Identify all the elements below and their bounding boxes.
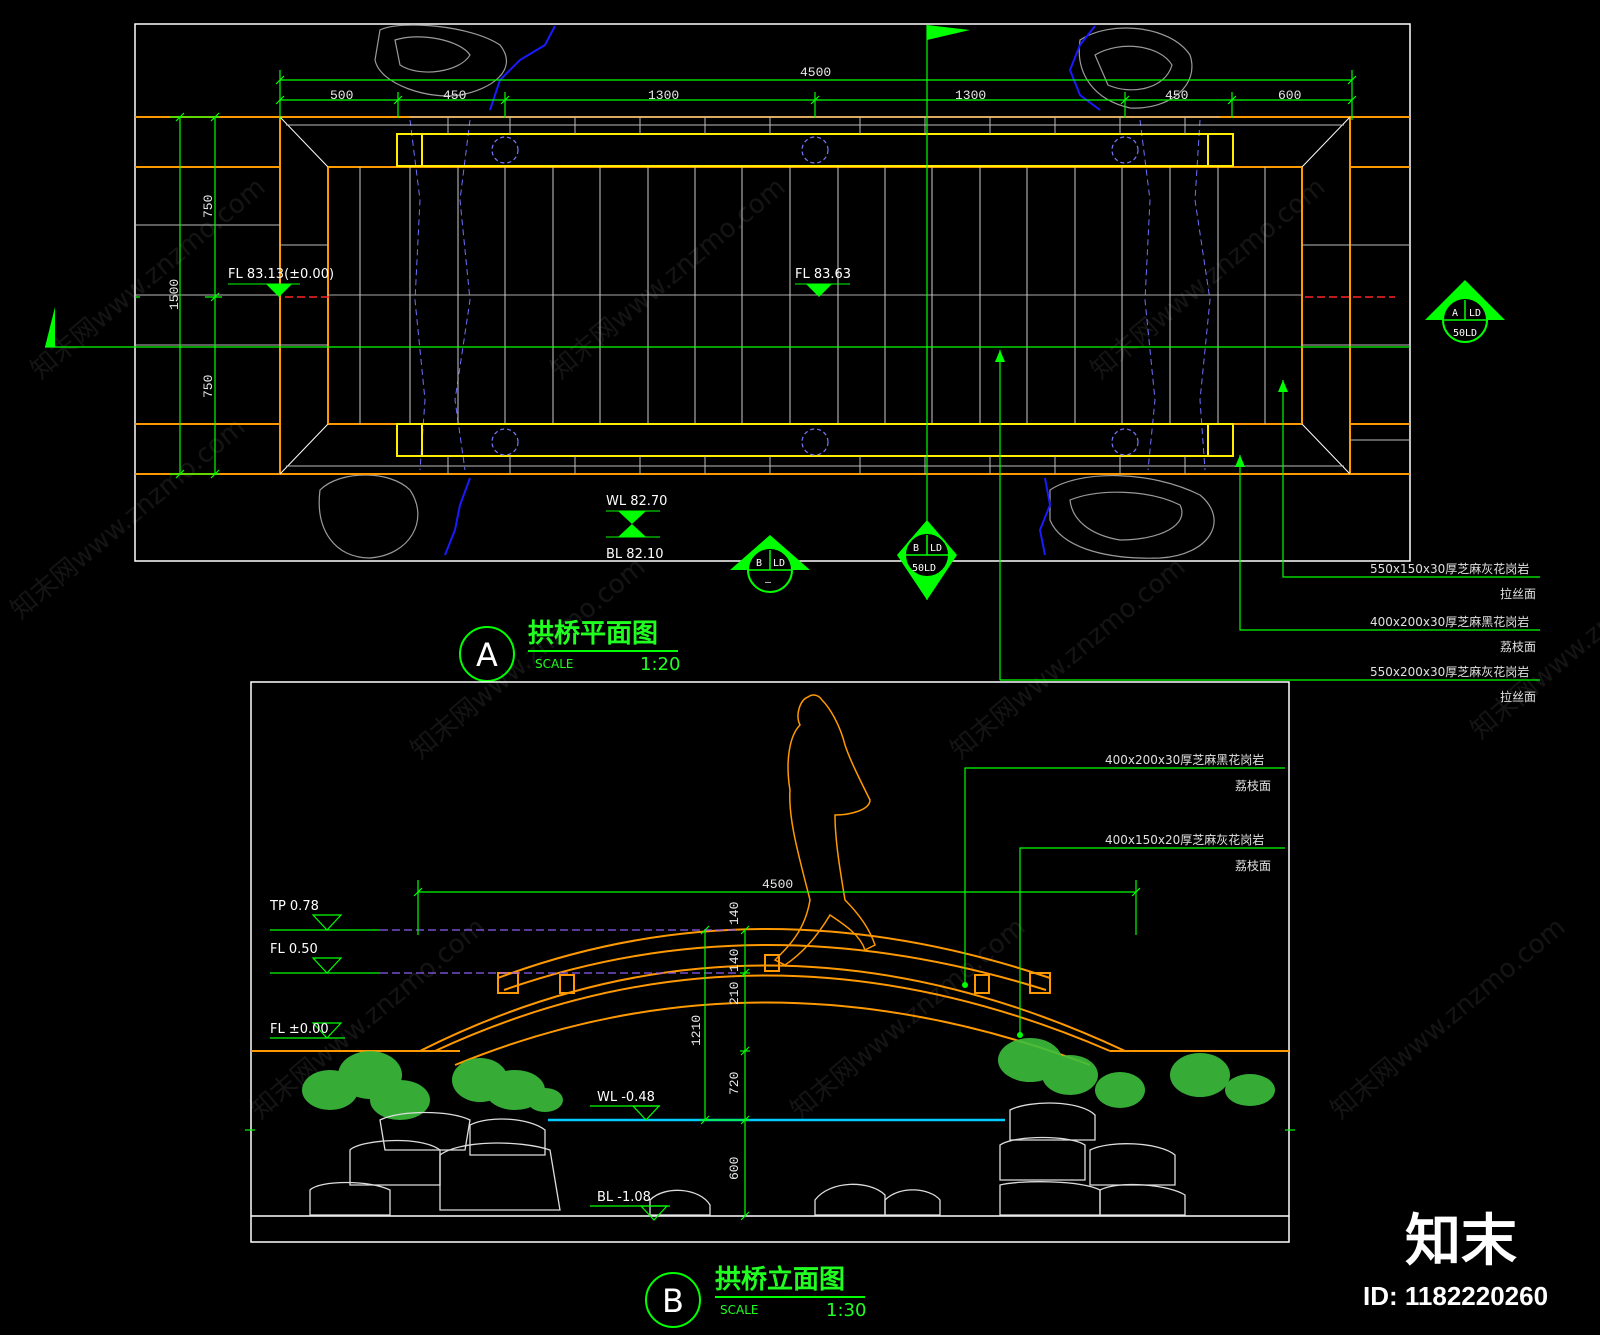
plan-deck-slats	[359, 167, 1266, 424]
plan-side-dim: 1500	[167, 279, 182, 310]
person-silhouette	[773, 694, 876, 966]
plan-callout-spec: 400x200x30厚芝麻黑花岗岩	[1370, 614, 1529, 629]
watermark-text: 知末网www.znzmo.com	[405, 552, 651, 765]
plan-level-left-text: FL 83.13(±0.00)	[228, 267, 334, 282]
brand-watermark: 知末 ID: 1182220260	[1363, 1209, 1548, 1311]
plan-title: 拱桥平面图	[528, 619, 658, 649]
elevation-level-bl: BL -1.08	[597, 1190, 651, 1205]
plan-callout-finish: 荔枝面	[1500, 639, 1536, 654]
plan-dim-ticks	[175, 75, 1357, 479]
elevation-dim-ticks	[413, 887, 1141, 1221]
plan-level-center: FL 83.63	[795, 267, 851, 297]
section-marker-b-left: B LD —	[730, 535, 810, 593]
elevation-title-letter: B	[662, 1282, 684, 1320]
plan-seg-dim: 600	[1278, 88, 1301, 103]
elevation-scale: 1:30	[826, 1300, 866, 1321]
elevation-level-fl0: FL ±0.00	[270, 1022, 329, 1037]
plan-view: 4500 500 450 1300 1300 450 600 750 1500 …	[45, 23, 1540, 704]
elevation-vdim: 140	[727, 902, 742, 925]
watermark-layer: 知末网www.znzmo.com 知末网www.znzmo.com 知末网www…	[5, 172, 1600, 1125]
section-marker-a: A LD 50LD	[1425, 280, 1505, 343]
bridge-rail-ends	[497, 954, 1051, 994]
elevation-level-wl: WL -0.48	[597, 1090, 655, 1105]
plan-callout-finish: 拉丝面	[1500, 689, 1536, 704]
section-b2-ref: LD	[773, 558, 785, 569]
elevation-level-triangles	[311, 914, 669, 1221]
elevation-level-fl: FL 0.50	[270, 942, 318, 957]
plan-scale-word: SCALE	[535, 657, 573, 671]
plan-rocks	[318, 24, 1215, 559]
plan-scale: 1:20	[640, 654, 680, 675]
watermark-text: 知末网www.znzmo.com	[785, 912, 1031, 1125]
elevation-vdim: 1210	[689, 1015, 704, 1046]
elevation-title: 拱桥立面图	[715, 1264, 845, 1295]
section-a-ref: LD	[1469, 308, 1481, 319]
section-marker-b: B LD 50LD	[897, 520, 957, 600]
plan-seg-dim: 1300	[648, 88, 679, 103]
section-b2-id: B	[756, 558, 762, 569]
plan-title-letter: A	[476, 636, 498, 674]
elevation-vdim: 140	[727, 949, 742, 972]
plan-side-dim: 750	[201, 195, 216, 218]
plan-level-water: WL 82.70 BL 82.10	[606, 494, 667, 562]
plan-callout-finish: 拉丝面	[1500, 586, 1536, 601]
plan-seg-dim: 450	[1165, 88, 1188, 103]
elevation-vdim: 210	[727, 982, 742, 1005]
elevation-callout-spec: 400x150x20厚芝麻灰花岗岩	[1105, 832, 1264, 847]
plan-overall-dim: 4500	[800, 65, 831, 80]
elevation-vdim: 720	[727, 1072, 742, 1095]
elevation-overall-dim: 4500	[762, 877, 793, 892]
plan-level-left: FL 83.13(±0.00)	[228, 267, 334, 297]
elevation-vdim: 600	[727, 1157, 742, 1180]
plan-callout-spec: 550x150x30厚芝麻灰花岗岩	[1370, 561, 1529, 576]
plan-flag-icon	[927, 25, 970, 40]
plan-level-bl-text: BL 82.10	[606, 547, 664, 562]
watermark-text: 知末网www.znzmo.com	[545, 172, 791, 385]
elevation-rocks	[309, 1102, 1186, 1216]
plan-level-wl-text: WL 82.70	[606, 494, 667, 509]
plan-level-center-text: FL 83.63	[795, 267, 851, 282]
elevation-callout-spec: 400x200x30厚芝麻黑花岗岩	[1105, 752, 1264, 767]
plan-dimensions	[45, 25, 1540, 681]
plan-rails	[396, 133, 1234, 457]
watermark-text: 知末网www.znzmo.com	[5, 412, 251, 625]
watermark-text: 知末网www.znzmo.com	[945, 552, 1191, 765]
elevation-callout-finish: 荔枝面	[1235, 858, 1271, 873]
plan-axis-arrow-icon	[45, 307, 1288, 467]
plan-seg-dim: 1300	[955, 88, 986, 103]
elevation-scale-word: SCALE	[720, 1303, 758, 1317]
elevation-leader-dots	[962, 982, 1023, 1038]
section-b2-sheet: —	[765, 577, 772, 588]
plan-seg-dim: 450	[443, 88, 466, 103]
elevation-level-tp: TP 0.78	[269, 899, 319, 914]
elevation-frame	[250, 681, 1290, 1243]
elevation-callout-finish: 荔枝面	[1235, 778, 1271, 793]
elevation-title-block: B 拱桥立面图 SCALE 1:30	[645, 1264, 866, 1328]
section-b-id: B	[913, 543, 919, 554]
plan-stream	[444, 25, 1101, 556]
elevation-view: TP 0.78 FL 0.50 FL ±0.00 WL -0.48 BL -1.…	[245, 681, 1295, 1328]
section-b-sheet: 50LD	[912, 563, 936, 574]
elevation-dimensions	[245, 767, 1295, 1216]
section-a-id: A	[1452, 308, 1458, 319]
plan-posts	[491, 136, 1139, 456]
planting-left	[302, 1051, 563, 1120]
section-a-sheet: 50LD	[1453, 328, 1477, 339]
plan-side-dim: 750	[201, 375, 216, 398]
bridge-arches	[419, 928, 1126, 1066]
plan-title-block: A 拱桥平面图 SCALE 1:20	[459, 619, 680, 682]
plan-seg-dim: 500	[330, 88, 353, 103]
section-b-ref: LD	[930, 543, 942, 554]
plan-frame	[134, 23, 1411, 562]
planting-right	[998, 1038, 1275, 1108]
plan-bridge-inner	[135, 116, 1410, 475]
watermark-text: 知末网www.znzmo.com	[1325, 912, 1571, 1125]
plan-callout-spec: 550x200x30厚芝麻灰花岗岩	[1370, 664, 1529, 679]
brand-id: ID: 1182220260	[1363, 1281, 1548, 1311]
brand-logo-text: 知末	[1405, 1209, 1517, 1274]
